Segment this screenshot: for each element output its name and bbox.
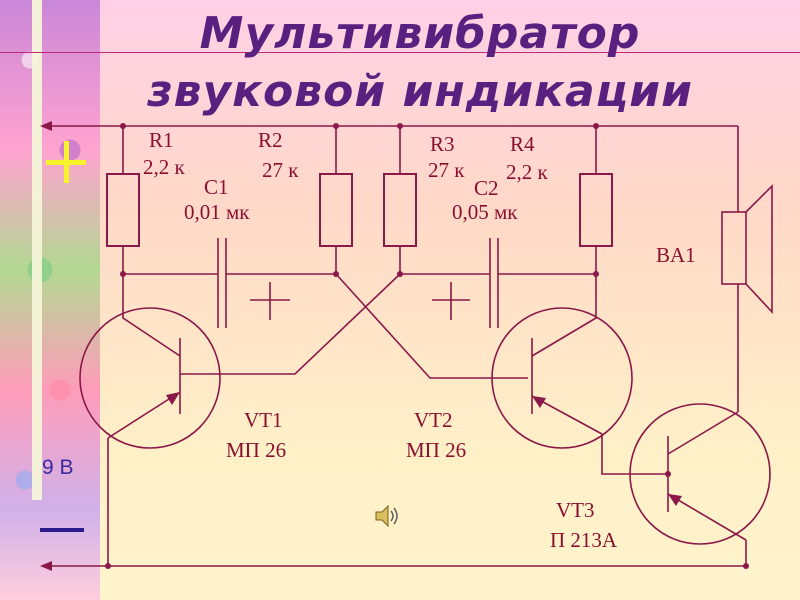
ba1-name-label: BA1 bbox=[656, 243, 696, 267]
vt2-value-label: МП 26 bbox=[406, 438, 467, 462]
r3-name-label: R3 bbox=[430, 132, 455, 156]
c1-name-label: C1 bbox=[204, 175, 229, 199]
page-title-line-1: Мультивибратор bbox=[199, 8, 641, 59]
junction-dot bbox=[397, 123, 403, 129]
decorative-top-rule bbox=[0, 52, 800, 53]
vt1-emitter-arrow bbox=[166, 392, 180, 405]
junction-dot bbox=[120, 271, 126, 277]
junction-dot bbox=[743, 563, 749, 569]
vt1-emitter bbox=[107, 391, 181, 439]
vt2-collector bbox=[531, 274, 597, 357]
junction-dot bbox=[120, 123, 126, 129]
vt2-to-vt3-wire bbox=[601, 434, 668, 475]
junction-dot bbox=[333, 271, 339, 277]
r2-resistor bbox=[319, 173, 353, 247]
r3-value-label: 27 к bbox=[428, 158, 465, 182]
positive-rail-arrow bbox=[40, 121, 52, 131]
vt3-collector bbox=[667, 411, 739, 455]
decorative-side-bar bbox=[32, 0, 42, 500]
c2-name-label: C2 bbox=[474, 176, 499, 200]
vt2-transistor-body bbox=[491, 307, 633, 449]
cross-wire-r3-to-vt1-base bbox=[180, 273, 401, 375]
r4-name-label: R4 bbox=[510, 132, 535, 156]
junction-dot bbox=[333, 123, 339, 129]
negative-rail-arrow bbox=[40, 561, 52, 571]
ba1-speaker-cone bbox=[745, 184, 773, 315]
junction-dot bbox=[593, 271, 599, 277]
r2-value-label: 27 к bbox=[262, 158, 299, 182]
decorative-side-strip bbox=[0, 0, 100, 600]
vt3-transistor-body bbox=[629, 403, 771, 545]
r4-value-label: 2,2 к bbox=[506, 160, 548, 184]
c1-value-label: 0,01 мк bbox=[184, 200, 250, 224]
vt1-value-label: МП 26 bbox=[226, 438, 287, 462]
cross-wire-r2-to-vt2-base bbox=[335, 273, 528, 379]
minus-icon bbox=[40, 528, 84, 532]
vt1-collector bbox=[122, 274, 181, 357]
supply-voltage-label: 9 В bbox=[42, 456, 74, 479]
plus-icon-vertical bbox=[64, 141, 69, 183]
c2-value-label: 0,05 мк bbox=[452, 200, 518, 224]
vt3-name-label: VT3 bbox=[556, 498, 595, 522]
vt2-emitter bbox=[531, 395, 603, 435]
r1-name-label: R1 bbox=[149, 128, 174, 152]
vt2-name-label: VT2 bbox=[414, 408, 453, 432]
vt1-name-label: VT1 bbox=[244, 408, 283, 432]
r4-resistor bbox=[579, 173, 613, 247]
junction-dot bbox=[105, 563, 111, 569]
vt3-emitter-arrow bbox=[668, 494, 682, 506]
junction-dot bbox=[397, 271, 403, 277]
r1-value-label: 2,2 к bbox=[143, 155, 185, 179]
r3-resistor bbox=[383, 173, 417, 247]
speaker-sound-icon[interactable] bbox=[374, 503, 402, 529]
vt3-value-label: П 213А bbox=[550, 528, 618, 552]
r2-name-label: R2 bbox=[258, 128, 283, 152]
page-title-line-2: звуковой индикации bbox=[147, 66, 693, 117]
junction-dot bbox=[665, 471, 671, 477]
vt1-transistor-body bbox=[79, 307, 221, 449]
r1-resistor bbox=[106, 173, 140, 247]
junction-dot bbox=[593, 123, 599, 129]
vt3-emitter bbox=[667, 493, 747, 541]
vt2-emitter-arrow bbox=[532, 396, 546, 408]
ba1-speaker-body bbox=[721, 211, 747, 285]
